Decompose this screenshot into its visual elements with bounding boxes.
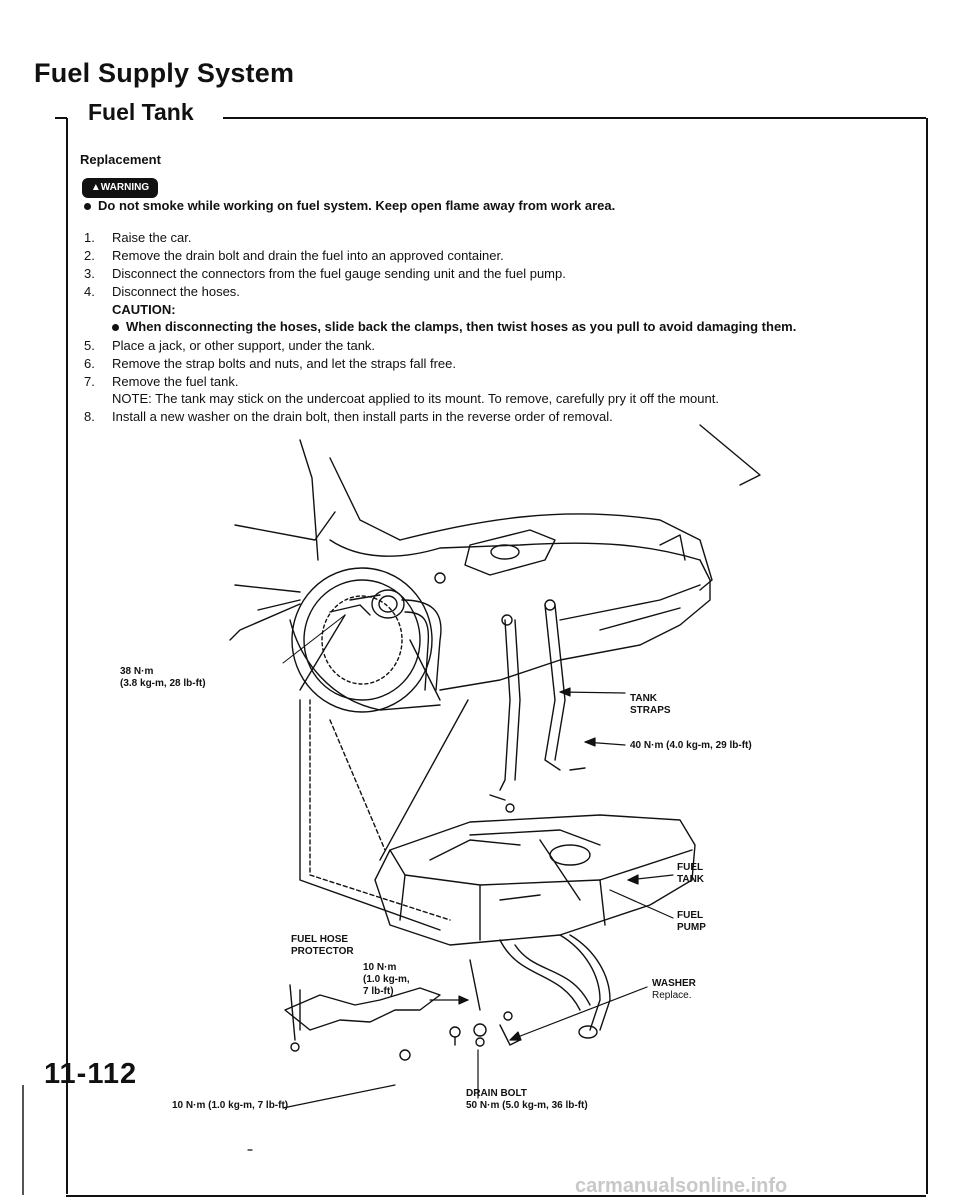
car-body-outline (229, 424, 761, 711)
label-torque-10-bottom: 10 N·m (1.0 kg-m, 7 lb-ft) (172, 1100, 289, 1111)
fuel-hose-protector (284, 984, 461, 1061)
bullet-icon (84, 203, 91, 211)
caution-text: When disconnecting the hoses, slide back… (112, 319, 796, 334)
label-pointers (247, 687, 674, 1151)
margin-rule (22, 1085, 24, 1195)
section-frame (66, 118, 928, 1194)
step-2: 2. Remove the drain bolt and drain the fu… (84, 248, 504, 263)
rear-wheel (291, 567, 433, 713)
bullet-icon (112, 324, 119, 332)
warning-text: Do not smoke while working on fuel syste… (84, 198, 615, 213)
step-number: 2. (84, 248, 95, 263)
frame-bottom-rule (66, 1195, 926, 1197)
step-text: Disconnect the hoses. (112, 284, 240, 299)
step-text: Remove the drain bolt and drain the fuel… (112, 248, 504, 263)
drain-bolt (473, 1011, 521, 1047)
label-torque-10-protector: 10 N·m(1.0 kg-m,7 lb-ft) (363, 962, 410, 997)
footer-watermark-url: carmanualsonline.info (575, 1175, 788, 1197)
step-text: Remove the fuel tank. (112, 374, 239, 389)
warning-text-content: Do not smoke while working on fuel syste… (98, 198, 616, 213)
step-5: 5. Place a jack, or other support, under … (84, 338, 375, 353)
warning-badge-label: WARNING (100, 182, 150, 193)
step-4: 4. Disconnect the hoses. (84, 284, 240, 299)
step-6: 6. Remove the strap bolts and nuts, and l… (84, 356, 456, 371)
fuel-hoses (469, 934, 611, 1039)
label-torque-38: 38 N·m(3.8 kg-m, 28 lb-ft) (120, 666, 206, 689)
step-text: Place a jack, or other support, under th… (112, 338, 376, 353)
step-number: 5. (84, 338, 95, 353)
frame-tick (55, 117, 67, 119)
step-text: Install a new washer on the drain bolt, … (112, 409, 613, 424)
note-text: NOTE: The tank may stick on the undercoa… (112, 391, 719, 406)
caution-text-content: When disconnecting the hoses, slide back… (126, 319, 797, 334)
frame-top-rule (223, 117, 926, 119)
page-title: Fuel Supply System (34, 58, 295, 88)
section-title: Fuel Tank (82, 99, 206, 126)
step-number: 7. (84, 374, 95, 389)
warning-badge: ▲WARNING (82, 178, 158, 198)
label-torque-40: 40 N·m (4.0 kg-m, 29 lb-ft) (630, 740, 752, 751)
subheading: Replacement (80, 152, 161, 167)
step-number: 3. (84, 266, 95, 281)
warning-triangle-icon: ▲ (90, 182, 101, 193)
fuel-tank-body (374, 814, 696, 946)
step-number: 1. (84, 230, 95, 245)
step-text: Raise the car. (112, 230, 192, 245)
step-8: 8. Install a new washer on the drain bolt… (84, 409, 613, 424)
step-3: 3. Disconnect the connectors from the fue… (84, 266, 566, 281)
leader-lines (282, 614, 469, 931)
step-number: 4. (84, 284, 95, 299)
step-7: 7. Remove the fuel tank. (84, 374, 238, 389)
step-1: 1. Raise the car. (84, 230, 192, 245)
trunk-components (329, 529, 556, 616)
caution-label: CAUTION: (112, 302, 176, 317)
fuel-filler (371, 589, 442, 691)
step-text: Disconnect the connectors from the fuel … (112, 266, 566, 281)
page-number: 11-112 (44, 1058, 138, 1090)
step-text: Remove the strap bolts and nuts, and let… (112, 356, 456, 371)
tank-straps (489, 599, 586, 813)
step-number: 6. (84, 356, 95, 371)
step-number: 8. (84, 409, 95, 424)
